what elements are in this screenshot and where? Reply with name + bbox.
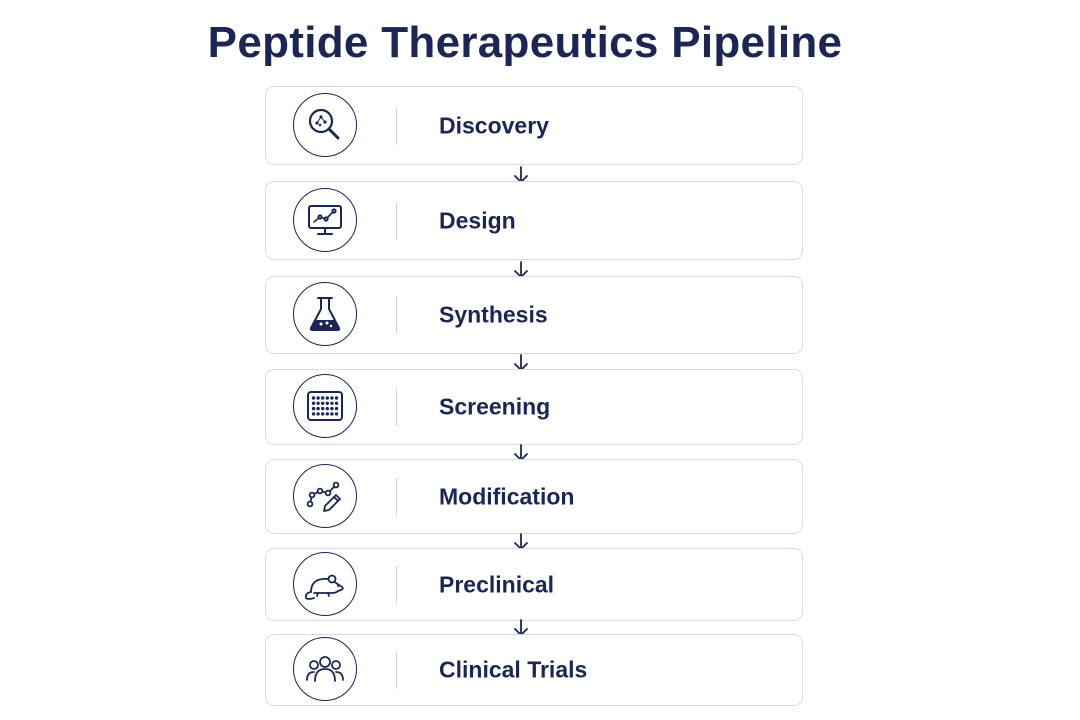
stage-divider bbox=[396, 477, 397, 516]
stage-preclinical: Preclinical bbox=[265, 548, 803, 621]
stage-label: Synthesis bbox=[439, 301, 548, 328]
people-group-icon bbox=[293, 637, 357, 701]
stage-divider bbox=[396, 296, 397, 334]
stage-modification: Modification bbox=[265, 459, 803, 534]
well-plate-icon bbox=[293, 374, 357, 438]
stage-label: Design bbox=[439, 207, 516, 233]
stage-divider bbox=[396, 651, 397, 689]
stage-discovery: Discovery bbox=[265, 86, 803, 165]
mouse-icon bbox=[293, 551, 357, 616]
stage-divider bbox=[396, 388, 397, 426]
page-title: Peptide Therapeutics Pipeline bbox=[207, 18, 843, 67]
magnifier-molecule-icon bbox=[293, 92, 357, 157]
stage-clinical-trials: Clinical Trials bbox=[265, 634, 803, 706]
stage-divider bbox=[396, 106, 397, 145]
flask-icon bbox=[293, 282, 357, 346]
stage-divider bbox=[396, 565, 397, 604]
stage-divider bbox=[396, 201, 397, 240]
stage-label: Modification bbox=[439, 483, 575, 509]
stage-screening: Screening bbox=[265, 369, 803, 445]
stage-design: Design bbox=[265, 181, 803, 260]
stage-label: Discovery bbox=[439, 112, 549, 138]
stage-synthesis: Synthesis bbox=[265, 276, 803, 354]
monitor-chart-icon bbox=[293, 187, 357, 252]
stage-label: Clinical Trials bbox=[439, 656, 588, 683]
stage-label: Screening bbox=[439, 393, 551, 420]
stage-label: Preclinical bbox=[439, 571, 555, 597]
chain-pencil-icon bbox=[293, 463, 357, 528]
